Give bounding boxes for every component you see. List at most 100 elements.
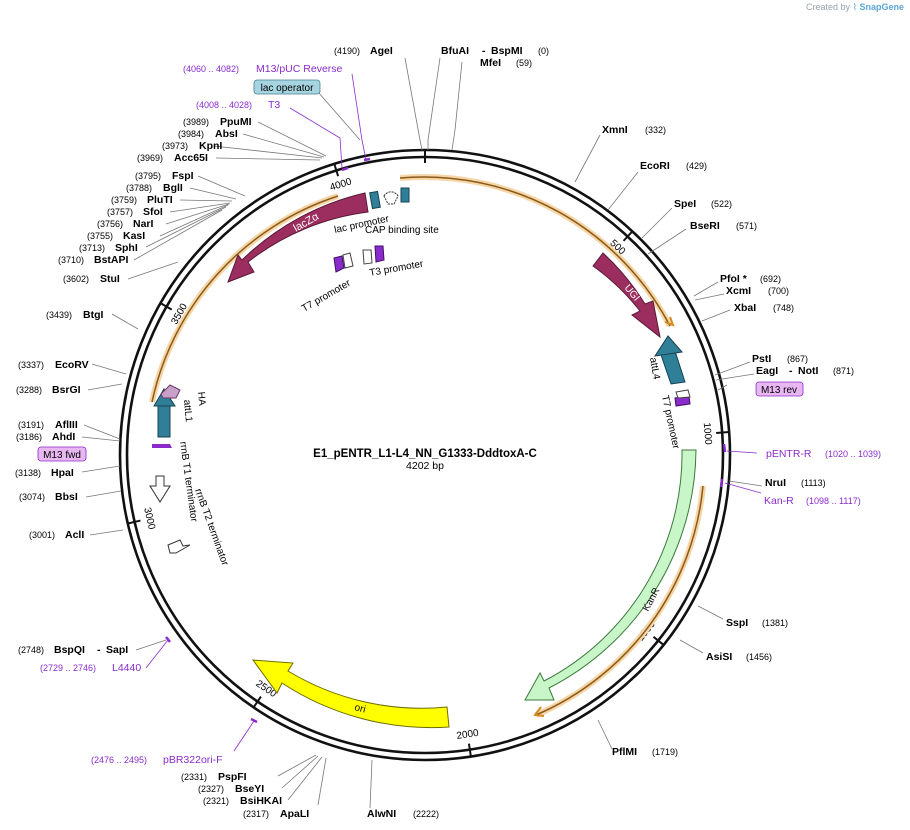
site-mfei[interactable]: MfeI(59)	[480, 57, 532, 69]
svg-text:(2321): (2321)	[203, 796, 229, 806]
primer-m13puc[interactable]: (4060 .. 4082)M13/pUC Reverse	[183, 63, 343, 75]
site-pfoi[interactable]: PfoI *(692)	[720, 273, 781, 285]
site-hpai[interactable]: (3138)HpaI	[15, 467, 74, 479]
site-stui[interactable]: (3602)StuI	[63, 273, 120, 285]
site-spei[interactable]: SpeI(522)	[674, 198, 732, 210]
primer-marks	[165, 157, 727, 724]
svg-text:XmnI: XmnI	[602, 124, 628, 136]
svg-text:BsrGI: BsrGI	[52, 384, 81, 396]
site-eagi[interactable]: EagI- NotI(871)	[756, 365, 854, 377]
site-acli[interactable]: (3001) AclI	[29, 529, 84, 541]
site-bseyi[interactable]: (2327)BseYI	[198, 783, 264, 795]
svg-text:AlwNI: AlwNI	[367, 808, 396, 820]
site-xcmi[interactable]: XcmI(700)	[726, 285, 789, 297]
svg-text:(3191): (3191)	[18, 420, 44, 430]
svg-text:EcoRI: EcoRI	[640, 160, 670, 172]
site-absi[interactable]: (3984)AbsI	[178, 128, 238, 140]
site-pluti[interactable]: (3759) PluTI	[111, 194, 173, 206]
svg-text:FspI: FspI	[172, 170, 194, 182]
site-sfoi[interactable]: (3757)SfoI	[107, 206, 163, 218]
site-pflmi[interactable]: PflMI(1719)	[612, 746, 678, 758]
svg-text:(3001): (3001)	[29, 530, 55, 540]
site-xbai[interactable]: XbaI (748)	[734, 302, 794, 314]
plasmid-size: 4202 bp	[406, 460, 444, 472]
site-kpni[interactable]: (3973)KpnI	[162, 140, 222, 152]
svg-text:-: -	[789, 365, 793, 377]
site-bstapi[interactable]: (3710)BstAPI	[58, 254, 129, 266]
svg-text:KasI: KasI	[123, 230, 145, 242]
lac-operator-box[interactable]: lac operator	[253, 79, 321, 95]
site-psti[interactable]: PstI(867)	[752, 353, 808, 365]
svg-text:AclI: AclI	[65, 529, 84, 541]
svg-text:(2222): (2222)	[413, 809, 439, 819]
svg-text:(2476 .. 2495): (2476 .. 2495)	[91, 755, 147, 765]
site-nrui[interactable]: NruI (1113)	[765, 477, 826, 489]
site-sphi[interactable]: (3713)SphI	[79, 242, 138, 254]
attl1-label: attL1	[181, 399, 194, 423]
site-ecori[interactable]: EcoRI(429)	[640, 160, 707, 172]
ori-label: ori	[353, 702, 366, 715]
t3-promoter-feature[interactable]: T3 promoter	[362, 245, 425, 279]
primer-t3[interactable]: (4008 .. 4028)T3	[196, 99, 280, 111]
svg-text:(3757): (3757)	[107, 207, 133, 217]
site-aflii[interactable]: (3191)AflIII	[18, 419, 78, 431]
site-bfuai[interactable]: BfuAI- BspMI(0)	[441, 45, 549, 57]
site-apali[interactable]: (2317)ApaLI	[243, 808, 309, 820]
site-nari[interactable]: (3756)NarI	[97, 218, 154, 230]
site-fspi[interactable]: (3795)FspI	[135, 170, 194, 182]
svg-text:(571): (571)	[736, 221, 757, 231]
svg-text:(3186): (3186)	[16, 432, 42, 442]
site-bsihkai[interactable]: (2321)BsiHKAI	[203, 795, 282, 807]
svg-text:SspI: SspI	[726, 617, 748, 629]
site-bsrgi[interactable]: (3288)BsrGI	[16, 384, 81, 396]
feature-kanr[interactable]: KanR	[524, 449, 697, 701]
site-kasi[interactable]: (3755)KasI	[87, 230, 145, 242]
feature-ori[interactable]: ori	[251, 659, 450, 729]
svg-text:(1113): (1113)	[801, 478, 826, 488]
site-xmni[interactable]: XmnI(332)	[602, 124, 666, 136]
site-asisi[interactable]: AsiSI(1456)	[706, 651, 772, 663]
primer-l4440[interactable]: (2729 .. 2746)L4440	[40, 662, 141, 674]
svg-text:(3759): (3759)	[111, 195, 137, 205]
m13-fwd-box[interactable]: M13 fwd	[37, 446, 87, 462]
t7-promoter-right-feature[interactable]: T7 promoter	[659, 389, 691, 451]
ruler-tick	[252, 695, 262, 708]
site-ageI[interactable]: (4190)AgeI	[334, 45, 393, 57]
svg-text:XbaI: XbaI	[734, 302, 756, 314]
svg-text:NotI: NotI	[798, 365, 818, 377]
attl4-feature[interactable]: attL4	[647, 335, 686, 385]
primer-pbr322[interactable]: (2476 .. 2495)pBR322ori-F	[91, 754, 223, 766]
site-alwni[interactable]: AlwNI (2222)	[367, 808, 439, 820]
svg-text:(59): (59)	[516, 58, 532, 68]
svg-text:EagI: EagI	[756, 365, 778, 377]
site-bseri[interactable]: BseRI(571)	[690, 220, 757, 232]
site-bspqi[interactable]: (2748)BspQI- SapI	[18, 644, 128, 656]
rrnb-t2-feature[interactable]: rrnB T2 terminator	[167, 487, 230, 568]
ruler-tick	[652, 636, 665, 646]
cap-site-feature[interactable]: CAP binding site	[365, 187, 439, 236]
t7-promoter-top-feature[interactable]: T7 promoter	[300, 252, 354, 315]
primer-kanr[interactable]: Kan-R(1098 .. 1117)	[764, 495, 861, 507]
svg-text:(522): (522)	[711, 199, 732, 209]
svg-text:PluTI: PluTI	[147, 194, 173, 206]
svg-text:(692): (692)	[760, 274, 781, 284]
primer-pentrr[interactable]: pENTR-R(1020 .. 1039)	[766, 448, 881, 460]
site-bbsi[interactable]: (3074)BbsI	[19, 491, 78, 503]
site-bgli[interactable]: (3788)BglI	[126, 182, 183, 194]
site-ppumi[interactable]: (3989)PpuMI	[183, 116, 252, 128]
m13-rev-box[interactable]: M13 rev	[755, 381, 804, 397]
svg-text:(2317): (2317)	[243, 809, 269, 819]
site-ecorv[interactable]: (3337)EcoRV	[18, 359, 89, 371]
svg-text:NruI: NruI	[765, 477, 786, 489]
site-acc65i[interactable]: (3969)Acc65I	[137, 152, 208, 164]
svg-text:XcmI: XcmI	[726, 285, 751, 297]
site-btgi[interactable]: (3439)BtgI	[46, 309, 103, 321]
svg-text:(748): (748)	[773, 303, 794, 313]
site-sspi[interactable]: SspI(1381)	[726, 617, 788, 629]
site-pspfi[interactable]: (2331)PspFI	[181, 771, 247, 783]
site-ahdi[interactable]: (3186)AhdI	[16, 431, 75, 443]
rrnb-t1-feature[interactable]: rrnB T1 terminator	[149, 441, 199, 523]
ha-feature[interactable]: HA	[160, 384, 207, 406]
svg-text:pENTR-R: pENTR-R	[766, 448, 812, 460]
svg-text:PpuMI: PpuMI	[220, 116, 252, 128]
